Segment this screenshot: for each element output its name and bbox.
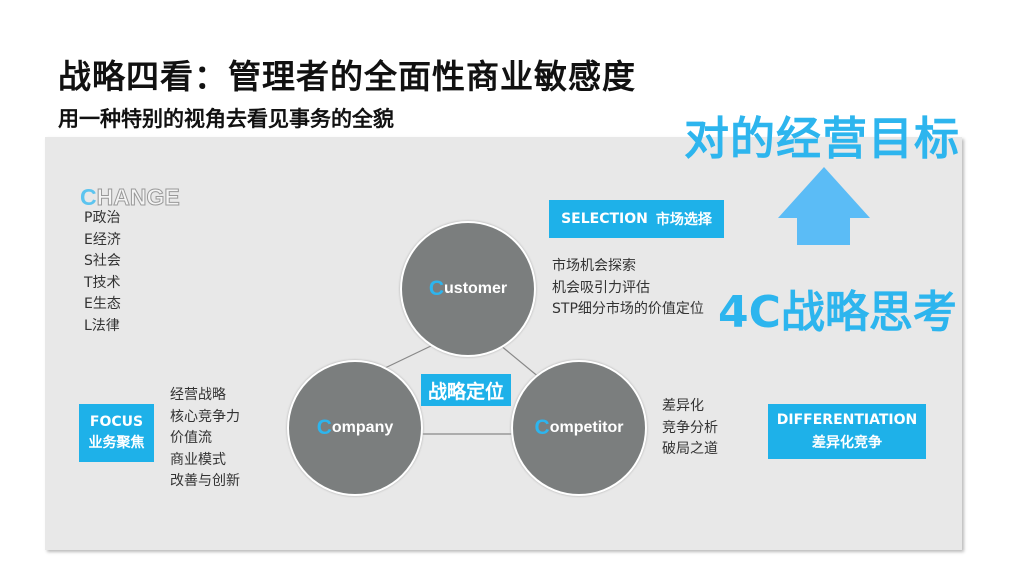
list-item: S社会 xyxy=(84,253,121,269)
list-item: T技术 xyxy=(84,274,121,291)
selection-list: 市场机会探索 机会吸引力评估 STP细分市场的价值定位 xyxy=(552,256,704,321)
list-item: 改善与创新 xyxy=(170,473,240,489)
list-item: P政治 xyxy=(84,210,121,226)
company-label: ompany xyxy=(331,419,394,436)
list-item: 经营战略 xyxy=(170,387,226,403)
list-item: E经济 xyxy=(84,231,121,248)
goal-heading: 对的经营目标 xyxy=(684,112,961,165)
list-item: 市场机会探索 xyxy=(552,258,636,274)
slide-title: 战略四看：管理者的全面性商业敏感度 xyxy=(58,57,636,96)
change-heading: CHANGE xyxy=(80,184,180,211)
customer-initial: C xyxy=(428,277,445,300)
differentiation-label-cn: 差异化竞争 xyxy=(812,434,882,451)
list-item: 机会吸引力评估 xyxy=(552,279,650,296)
list-item: 差异化 xyxy=(662,398,704,414)
list-item: 竞争分析 xyxy=(662,419,718,436)
change-initial: C xyxy=(80,184,97,210)
change-rest: HANGE xyxy=(96,184,180,211)
focus-label-cn: 业务聚焦 xyxy=(88,435,145,451)
list-item: 商业模式 xyxy=(170,451,226,468)
list-item: STP细分市场的价值定位 xyxy=(552,301,704,317)
differentiation-list: 差异化 竞争分析 破局之道 xyxy=(662,396,718,461)
differentiation-label-en: DIFFERENTIATION xyxy=(776,411,918,428)
list-item: 价值流 xyxy=(170,430,212,446)
focus-list: 经营战略 核心竞争力 价值流 商业模式 改善与创新 xyxy=(170,385,240,493)
competitor-initial: C xyxy=(534,416,550,439)
up-arrow-icon xyxy=(778,167,870,245)
strategy-positioning-label: 战略定位 xyxy=(421,374,511,406)
company-initial: C xyxy=(316,416,332,439)
list-item: L法律 xyxy=(84,317,120,334)
competitor-label: ompetitor xyxy=(549,419,624,436)
focus-box: FOCUS 业务聚焦 xyxy=(79,404,154,462)
list-item: 破局之道 xyxy=(662,441,718,457)
customer-label: ustomer xyxy=(444,280,508,297)
list-item: 核心竞争力 xyxy=(170,408,240,425)
selection-box: SELECTION 市场选择 xyxy=(549,200,724,238)
change-list: P政治 E经济 S社会 T技术 E生态 L法律 xyxy=(84,208,121,337)
differentiation-box: DIFFERENTIATION 差异化竞争 xyxy=(768,404,926,459)
slide-subtitle: 用一种特别的视角去看见事务的全貌 xyxy=(58,107,394,131)
selection-label-en: SELECTION xyxy=(561,211,648,227)
focus-label-en: FOCUS xyxy=(89,414,144,430)
list-item: E生态 xyxy=(84,296,121,312)
selection-label-cn: 市场选择 xyxy=(655,212,712,228)
4c-strategy-heading: 4C战略思考 xyxy=(718,287,957,338)
